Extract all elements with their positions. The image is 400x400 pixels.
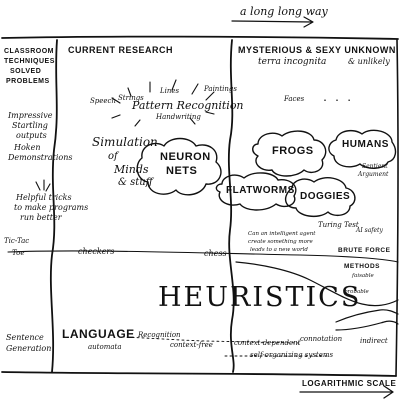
left-label-6: Startling xyxy=(12,121,48,130)
cloud-label-frogs: FROGS xyxy=(272,145,314,157)
heuristics-line xyxy=(235,261,399,307)
frame-right xyxy=(395,39,399,377)
simulation-line-1: Simulation xyxy=(92,135,158,149)
left-label-16: Generation xyxy=(6,344,52,353)
arm-shape xyxy=(335,309,399,331)
label-heuristics: HEURISTICS xyxy=(158,282,362,313)
label-sentient: Sentient xyxy=(362,163,388,170)
label-self-organizing: self-organizing systems xyxy=(250,351,334,359)
header-terra-incognita: terra incognita xyxy=(258,57,327,67)
axis-arrow xyxy=(299,385,394,399)
label-connotation: connotation xyxy=(300,335,343,343)
header-current-research: CURRENT RESEARCH xyxy=(68,45,174,55)
left-label-5: Impressive xyxy=(8,111,53,120)
simulation-line-3: Minds xyxy=(114,163,149,176)
left-label-2: TECHNIQUES xyxy=(4,58,55,65)
label-recognition: Recognition xyxy=(138,331,181,339)
label-faisable: faisable xyxy=(352,273,374,279)
cloud-label-flatworms: FLATWORMS xyxy=(226,185,295,196)
left-label-10: Helpful tricks xyxy=(16,193,72,202)
cloud-label-humans: HUMANS xyxy=(342,139,389,150)
cloud-label-doggies: DOGGIES xyxy=(300,191,351,202)
left-label-7: outputs xyxy=(16,131,47,140)
label-handwriting: Handwriting xyxy=(156,113,201,121)
left-label-13: Tic-Tac xyxy=(4,237,30,245)
simulation-line-4: & stuff xyxy=(118,177,153,188)
top-note: a long long way xyxy=(240,5,328,18)
label-ai-safety: AI safety xyxy=(356,227,383,234)
label-automata: automata xyxy=(88,343,122,351)
top-arrow xyxy=(231,16,314,28)
label-speech: Speech xyxy=(90,97,116,105)
divider-middle xyxy=(227,39,235,373)
label-context-dependent: context-dependent xyxy=(234,339,301,347)
label-strings: Strings xyxy=(118,94,144,102)
language-connector xyxy=(121,336,301,344)
rays xyxy=(111,79,215,127)
cloud-frogs xyxy=(252,130,327,177)
cloud-label-neuron: NEURON xyxy=(160,151,211,163)
left-label-8: Hoken xyxy=(14,143,41,152)
label-turing-test: Turing Test xyxy=(318,221,359,229)
frame-bottom xyxy=(1,371,397,377)
left-label-1: CLASSROOM xyxy=(4,48,54,55)
label-create-something: create something more xyxy=(248,239,313,245)
label-checkers: checkers xyxy=(78,247,115,256)
label-context-free: context-free xyxy=(170,341,213,349)
header-mysterious: MYSTERIOUS & SEXY UNKNOWN xyxy=(238,45,396,55)
divider-left xyxy=(49,39,58,373)
divider-horizontal xyxy=(7,250,399,263)
left-label-11: to make programs xyxy=(14,203,89,212)
simulation-line-2: of xyxy=(108,151,118,162)
label-dots: . . . xyxy=(322,93,353,104)
burst-tricks xyxy=(35,179,51,192)
cloud-humans xyxy=(328,129,397,169)
cloud-doggies xyxy=(285,177,356,218)
label-indirect: indirect xyxy=(360,337,388,345)
label-methods: METHODS xyxy=(344,263,380,270)
label-new-world: leads to a new world xyxy=(250,247,308,253)
label-brute-force: BRUTE FORCE xyxy=(338,247,391,254)
label-argument: Argument xyxy=(358,171,389,178)
cloud-flatworms xyxy=(215,172,297,211)
label-probable: probable xyxy=(344,289,369,295)
left-label-4: PROBLEMS xyxy=(6,78,50,85)
label-lines: Lines xyxy=(160,87,180,95)
header-unlikely: & unlikely xyxy=(348,57,390,66)
left-label-15: Sentence xyxy=(6,333,44,342)
left-label-14: Toe xyxy=(12,249,25,257)
label-pattern-recognition: Pattern Recognition xyxy=(132,99,244,112)
cloud-label-nets: NETS xyxy=(166,165,198,177)
left-label-12: run better xyxy=(20,213,62,222)
axis-label: LOGARITHMIC SCALE xyxy=(302,379,397,388)
cloud-neuron-nets xyxy=(136,137,222,196)
label-chess: chess xyxy=(204,249,227,258)
label-can-an-agent: Can an intelligent agent xyxy=(248,231,316,237)
left-label-9: Demonstrations xyxy=(8,153,73,162)
frame-top xyxy=(1,35,399,40)
left-label-3: SOLVED xyxy=(10,68,42,75)
label-language: LANGUAGE xyxy=(62,327,135,341)
label-faces: Faces xyxy=(284,95,305,103)
label-paintings: Paintings xyxy=(204,85,237,93)
